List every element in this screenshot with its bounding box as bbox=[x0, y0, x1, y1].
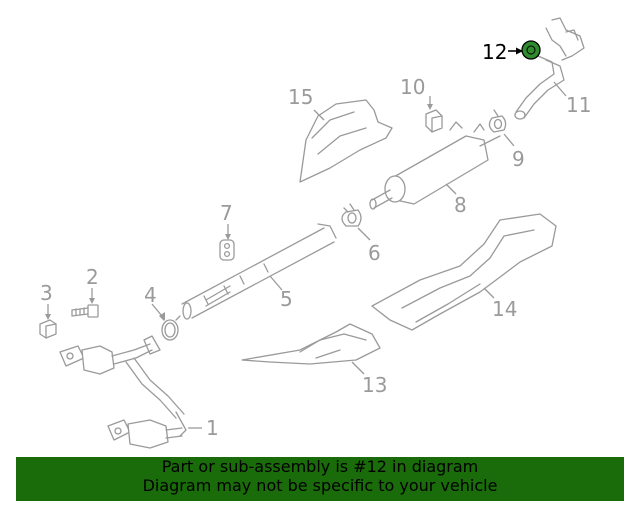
callout-label-4: 4 bbox=[144, 283, 157, 307]
part-5-intermediate-pipe bbox=[181, 223, 337, 320]
callout-8: 8 bbox=[445, 183, 467, 217]
part-2-bolt bbox=[71, 304, 99, 318]
banner-line-2: Diagram may not be specific to your vehi… bbox=[142, 476, 498, 495]
callout-label-3: 3 bbox=[40, 281, 53, 305]
part-7-hanger-isolator bbox=[219, 239, 235, 261]
callout-7: 7 bbox=[220, 201, 233, 240]
part-14-heat-shield bbox=[371, 213, 557, 331]
exhaust-system-diagram: 1 2 3 4 5 bbox=[39, 17, 591, 449]
part-15-heat-shield bbox=[299, 99, 393, 183]
part-12-nut-highlighted[interactable] bbox=[521, 40, 541, 60]
callout-12: 12 bbox=[482, 40, 523, 64]
part-13-heat-shield bbox=[241, 323, 381, 365]
callout-3: 3 bbox=[40, 281, 53, 320]
callout-label-13: 13 bbox=[362, 373, 387, 397]
callout-label-1: 1 bbox=[206, 416, 219, 440]
callout-label-8: 8 bbox=[454, 193, 467, 217]
callout-4: 4 bbox=[144, 283, 165, 320]
callout-label-2: 2 bbox=[86, 265, 99, 289]
callout-label-15: 15 bbox=[288, 85, 313, 109]
part-10-isolator bbox=[425, 109, 443, 133]
callout-label-10: 10 bbox=[400, 75, 425, 99]
callout-label-7: 7 bbox=[220, 201, 233, 225]
callout-2: 2 bbox=[86, 265, 99, 304]
callout-11: 11 bbox=[553, 81, 591, 117]
callout-15: 15 bbox=[288, 85, 325, 121]
callout-label-12: 12 bbox=[482, 40, 507, 64]
part-1-front-pipe-converter bbox=[59, 335, 187, 449]
callout-1: 1 bbox=[188, 416, 219, 440]
callout-13: 13 bbox=[351, 361, 387, 397]
callout-10: 10 bbox=[400, 75, 433, 110]
callout-14: 14 bbox=[483, 287, 517, 321]
part-3-nut bbox=[39, 319, 57, 339]
callout-label-5: 5 bbox=[280, 287, 293, 311]
info-banner: Part or sub-assembly is #12 in diagram D… bbox=[16, 457, 624, 501]
part-6-clamp bbox=[341, 203, 362, 227]
part-8-muffler bbox=[369, 121, 501, 210]
callout-label-14: 14 bbox=[492, 297, 517, 321]
callout-label-9: 9 bbox=[512, 147, 525, 171]
callout-label-6: 6 bbox=[368, 241, 381, 265]
banner-line-1: Part or sub-assembly is #12 in diagram bbox=[161, 457, 479, 476]
part-9-clamp bbox=[488, 109, 507, 133]
callout-label-11: 11 bbox=[566, 93, 591, 117]
callout-9: 9 bbox=[503, 133, 525, 171]
callout-6: 6 bbox=[357, 227, 381, 265]
callout-5: 5 bbox=[269, 275, 293, 311]
part-4-clamp bbox=[159, 315, 181, 341]
